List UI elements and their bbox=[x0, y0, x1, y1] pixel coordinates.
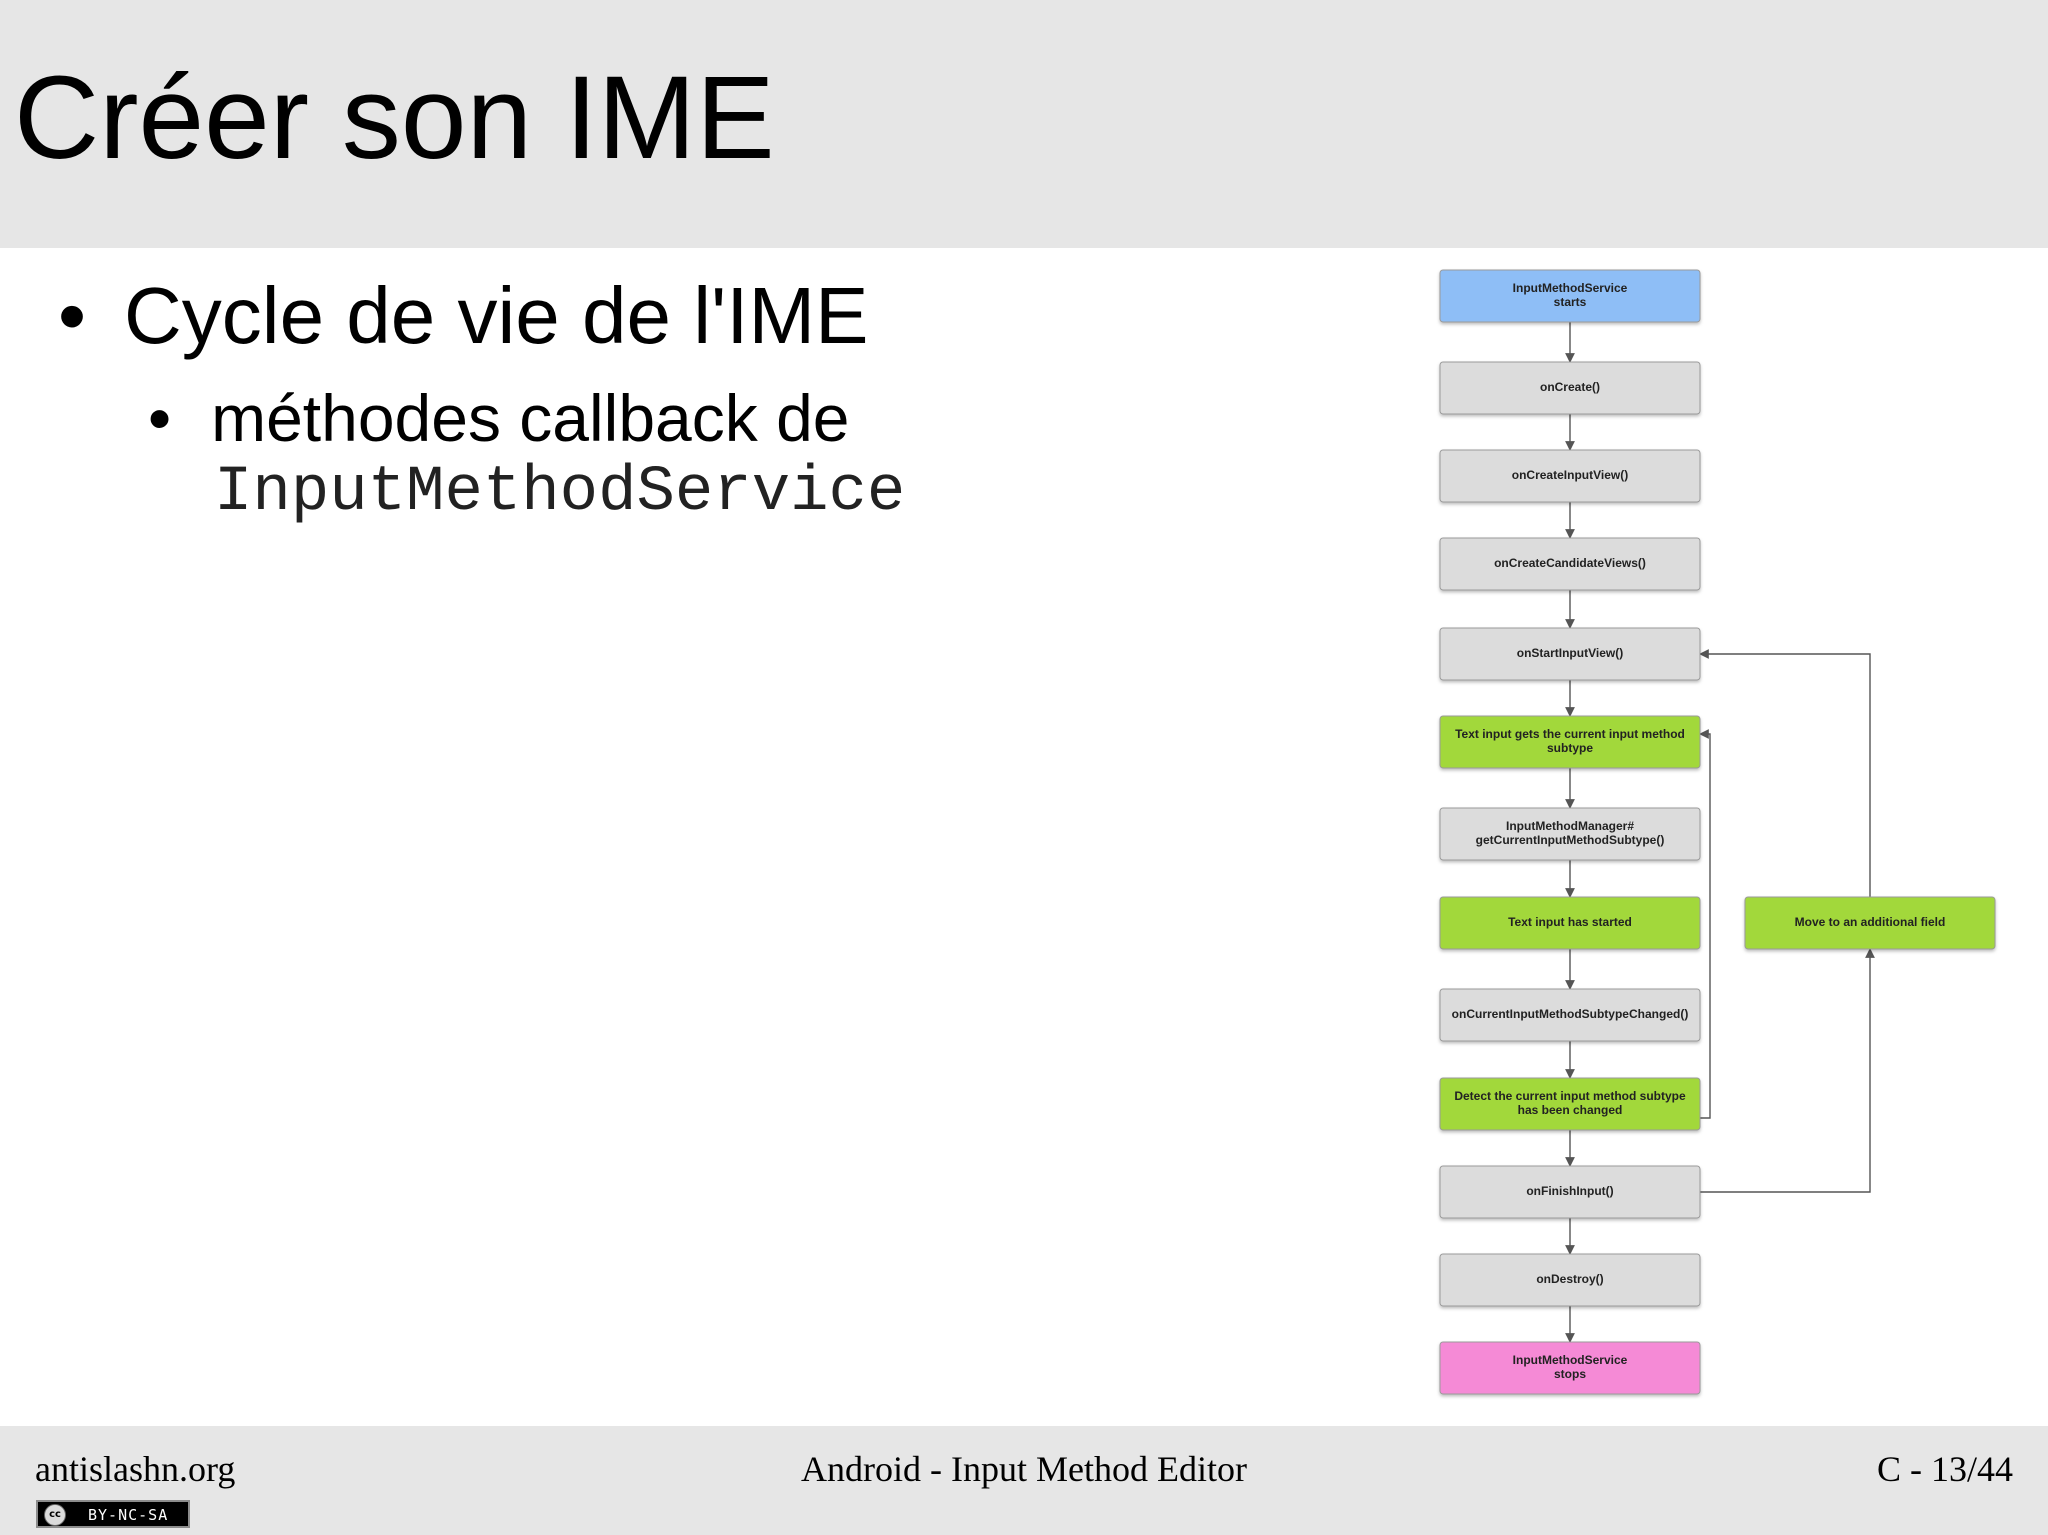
node-label: Detect the current input method subtype bbox=[1454, 1089, 1686, 1103]
text-input-gets-subtype-node: Text input gets the current input method… bbox=[1439, 715, 1701, 769]
node-label: InputMethodService bbox=[1513, 1353, 1628, 1367]
on-create-input-view-node: onCreateInputView() bbox=[1439, 449, 1701, 503]
node-box bbox=[1439, 269, 1701, 323]
node-box bbox=[1439, 807, 1701, 861]
node-label: InputMethodManager# bbox=[1506, 819, 1634, 833]
node-box bbox=[1439, 627, 1701, 681]
flow-arrow bbox=[1700, 948, 1875, 1193]
node-box bbox=[1439, 988, 1701, 1042]
on-create-candidate-views-node: onCreateCandidateViews() bbox=[1439, 537, 1701, 591]
on-destroy-node: onDestroy() bbox=[1439, 1253, 1701, 1307]
sub-bullet-dot: • bbox=[148, 381, 172, 455]
on-create-node: onCreate() bbox=[1439, 361, 1701, 415]
sub-bullet-callbacks: • méthodes callback de bbox=[148, 378, 850, 458]
move-to-additional-field-node: Move to an additional field bbox=[1744, 896, 1996, 950]
flow-arrow bbox=[1699, 729, 1711, 1119]
node-box bbox=[1439, 1077, 1701, 1131]
node-label: onStartInputView() bbox=[1517, 646, 1623, 660]
cc-license-text: BY-NC-SA bbox=[88, 1506, 169, 1524]
on-finish-input-node: onFinishInput() bbox=[1439, 1165, 1701, 1219]
node-box bbox=[1744, 896, 1996, 950]
node-label: stops bbox=[1554, 1367, 1586, 1381]
node-label: Text input has started bbox=[1508, 915, 1632, 929]
node-label: Move to an additional field bbox=[1795, 915, 1946, 929]
slide-header bbox=[0, 0, 2048, 248]
node-box bbox=[1439, 896, 1701, 950]
flowchart-nodes: InputMethodServicestartsonCreate()onCrea… bbox=[1439, 269, 1996, 1395]
lifecycle-flowchart: InputMethodServicestartsonCreate()onCrea… bbox=[1439, 269, 1996, 1395]
text-input-started-node: Text input has started bbox=[1439, 896, 1701, 950]
node-label: onCurrentInputMethodSubtypeChanged() bbox=[1452, 1007, 1689, 1021]
node-label: onFinishInput() bbox=[1526, 1184, 1613, 1198]
cc-icon: cc bbox=[44, 1504, 66, 1526]
bullet-dot: • bbox=[58, 271, 87, 360]
node-label: onCreateInputView() bbox=[1512, 468, 1628, 482]
node-label: has been changed bbox=[1518, 1103, 1623, 1117]
node-box bbox=[1439, 1341, 1701, 1395]
node-label: onDestroy() bbox=[1536, 1272, 1603, 1286]
node-label: Text input gets the current input method bbox=[1455, 727, 1685, 741]
footer-title: Android - Input Method Editor bbox=[801, 1449, 1247, 1489]
node-box bbox=[1439, 537, 1701, 591]
node-label: InputMethodService bbox=[1513, 281, 1628, 295]
node-label: getCurrentInputMethodSubtype() bbox=[1476, 833, 1665, 847]
on-current-input-method-subtype-changed-node: onCurrentInputMethodSubtypeChanged() bbox=[1439, 988, 1701, 1042]
bullet-lifecycle-text: Cycle de vie de l'IME bbox=[124, 271, 869, 360]
node-label: starts bbox=[1554, 295, 1587, 309]
detect-subtype-changed-node: Detect the current input method subtypeh… bbox=[1439, 1077, 1701, 1131]
node-box bbox=[1439, 1253, 1701, 1307]
sub-bullet-callbacks-text: méthodes callback de bbox=[211, 381, 850, 455]
code-class-name: InputMethodService bbox=[214, 457, 906, 529]
bullet-lifecycle: • Cycle de vie de l'IME bbox=[58, 268, 868, 364]
node-box bbox=[1439, 1165, 1701, 1219]
footer-site: antislashn.org bbox=[35, 1449, 236, 1489]
slide-title: Créer son IME bbox=[14, 52, 775, 184]
node-box bbox=[1439, 449, 1701, 503]
cc-license-badge: cc BY-NC-SA bbox=[36, 1500, 190, 1528]
get-current-input-method-subtype-node: InputMethodManager#getCurrentInputMethod… bbox=[1439, 807, 1701, 861]
node-label: onCreateCandidateViews() bbox=[1494, 556, 1646, 570]
node-label: onCreate() bbox=[1540, 380, 1600, 394]
node-box bbox=[1439, 715, 1701, 769]
flowchart-edges bbox=[1565, 322, 1875, 1343]
node-box bbox=[1439, 361, 1701, 415]
footer-page-number: C - 13/44 bbox=[1876, 1449, 2013, 1489]
node-label: subtype bbox=[1547, 741, 1593, 755]
slide-footer bbox=[0, 1426, 2048, 1535]
flow-arrow bbox=[1699, 649, 1871, 897]
on-start-input-view-node: onStartInputView() bbox=[1439, 627, 1701, 681]
